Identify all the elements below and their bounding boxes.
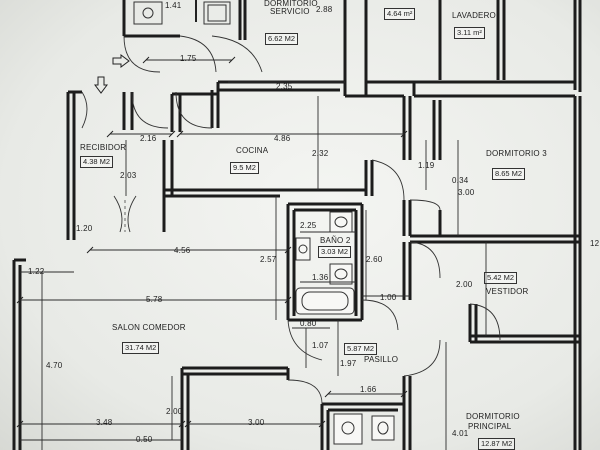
dimension-label: 2.16 (140, 134, 157, 143)
room-name: PASILLO (364, 355, 399, 364)
door-swing (469, 303, 501, 341)
room-name: RECIBIDOR (80, 143, 127, 152)
room-name: VESTIDOR (486, 287, 529, 296)
toilet-bowl (341, 421, 355, 435)
room-area: 4.64 m² (384, 8, 416, 20)
room-area: 9.5 M2 (230, 162, 259, 174)
dimension-label: 4.86 (274, 134, 291, 143)
dimension-label: 1.00 (380, 293, 397, 302)
doors (81, 35, 501, 405)
sink (142, 7, 154, 19)
door-swing (409, 241, 441, 279)
dimension-label: 1.36 (312, 273, 329, 282)
wardrobe (203, 1, 231, 25)
bathtub-inner (301, 291, 349, 311)
dimension-lines (16, 56, 487, 450)
dimension-label: 2.00 (166, 407, 183, 416)
dimension-label: 2.03 (120, 171, 137, 180)
dimension-label: 1.20 (76, 224, 93, 233)
dimension-label: 3.00 (248, 418, 265, 427)
door-swing (361, 299, 399, 331)
bidet-bowl (334, 268, 348, 280)
dimension-label: 4.56 (174, 246, 191, 255)
room-area: 6.62 M2 (265, 33, 299, 45)
door-swing (287, 379, 323, 405)
dimension-label: 4.01 (452, 429, 469, 438)
door-swing (409, 199, 441, 211)
wardrobe (207, 4, 227, 22)
dimension-label: 2.32 (312, 149, 329, 158)
dimension-label: 12 (590, 239, 600, 248)
room-area: 5.42 M2 (484, 272, 518, 284)
entry-arrow-down-icon (94, 76, 108, 94)
room-name: COCINA (236, 146, 269, 155)
sink-unit (133, 1, 163, 25)
room-name: PRINCIPAL (468, 422, 512, 431)
dimension-label: 3.00 (458, 188, 475, 197)
door-swing (175, 91, 213, 129)
dimension-label: 2.88 (316, 5, 333, 14)
door-swing (131, 91, 169, 129)
room-name: SERVICIO (270, 7, 310, 16)
room-name: DORMITORIO (466, 412, 520, 421)
door-swing (123, 35, 161, 73)
dimension-label: 1.75 (180, 54, 197, 63)
room-area: 12.87 M2 (478, 438, 516, 450)
door-swing (403, 339, 441, 377)
room-name: SALON COMEDOR (112, 323, 186, 332)
room-area: 3.03 M2 (318, 246, 352, 258)
dimension-label: 1.19 (418, 161, 435, 170)
door-swing (127, 195, 137, 233)
dimension-label: 2.57 (260, 255, 277, 264)
room-area: 8.65 M2 (492, 168, 526, 180)
room-area: 31.74 M2 (122, 342, 160, 354)
dimension-label: 1.07 (312, 341, 329, 350)
door-swing (287, 319, 323, 361)
room-area: 5.87 M2 (344, 343, 378, 355)
dimension-label: 0.50 (136, 435, 153, 444)
dimension-label: 2.00 (456, 280, 473, 289)
bidet-bowl (377, 421, 389, 435)
dimension-label: 2.60 (366, 255, 383, 264)
dimension-label: 0.34 (452, 176, 469, 185)
room-name: DORMITORIO (264, 0, 318, 8)
dimension-label: 5.78 (146, 295, 163, 304)
walls (12, 0, 582, 450)
dimension-label: 4.70 (46, 361, 63, 370)
room-area: 3.11 m² (454, 27, 485, 39)
fixtures (295, 211, 395, 445)
dimension-label: 1.41 (165, 1, 182, 10)
door-swing (211, 35, 263, 73)
toilet-bowl (334, 216, 348, 228)
washbasin-bowl (298, 244, 308, 254)
room-area: 4.38 M2 (80, 156, 114, 168)
door-swing (113, 195, 123, 233)
door-swing (371, 159, 405, 201)
dimension-label: 3.48 (96, 418, 113, 427)
room-name: BAÑO 2 (320, 236, 351, 245)
dimension-label: 2.35 (276, 82, 293, 91)
room-name: LAVADERO (452, 11, 496, 20)
dimension-label: 1.22 (28, 267, 45, 276)
dimension-label: 1.66 (360, 385, 377, 394)
entry-arrow-icon (112, 54, 130, 68)
dimension-label: 0.80 (300, 319, 317, 328)
door-swing (81, 91, 88, 129)
room-name: DORMITORIO 3 (486, 149, 547, 158)
dimension-label: 2.25 (300, 221, 317, 230)
door-swing (179, 35, 217, 73)
dimension-label: 1.97 (340, 359, 357, 368)
